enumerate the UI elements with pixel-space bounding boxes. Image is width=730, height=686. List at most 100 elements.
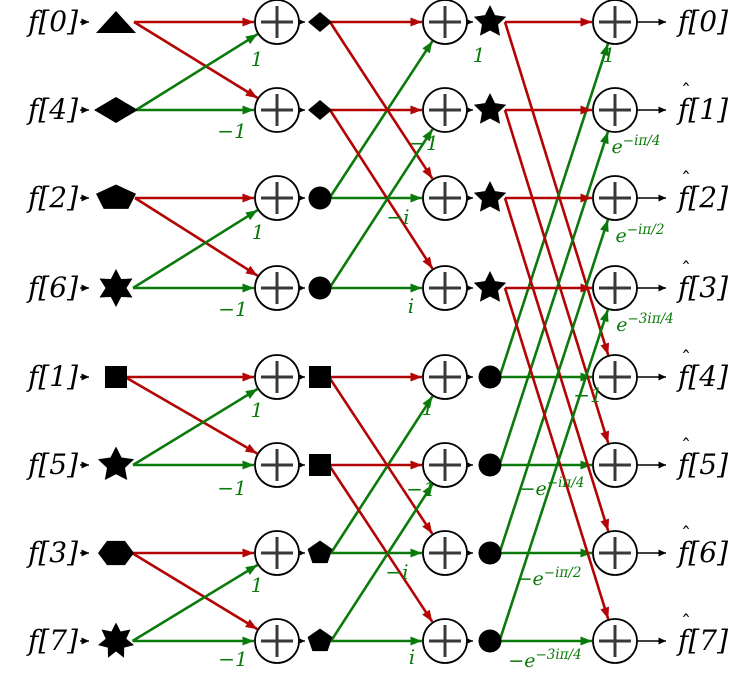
input-marker-star5-5 — [97, 446, 135, 480]
edge-red-s3-r2-to-r6 — [503, 197, 610, 532]
output-label-0: f[0] — [676, 5, 728, 38]
edge-green-s1-r1-to-r0 — [135, 33, 259, 112]
input-label-0: f[0] — [26, 5, 78, 38]
edges-layer — [80, 17, 666, 646]
edge-red-s1-r2-to-r3 — [134, 196, 259, 277]
twiddle-label-stage3-r6: −e−iπ/2 — [517, 565, 582, 590]
edge-green-s1-r3-to-r2 — [132, 209, 259, 290]
twiddle-label-stage3-r5: −e−iπ/4 — [520, 475, 585, 500]
edge-red-s1-r4-to-r5 — [124, 375, 258, 455]
stage1-marker-circle-2 — [308, 186, 332, 210]
edge-green-s2-r2-to-r0 — [328, 40, 434, 199]
input-marker-star6-3 — [99, 269, 133, 307]
stage2-marker-circle-4 — [478, 365, 502, 389]
stage2-marker-circle-5 — [478, 453, 502, 477]
input-label-4: f[1] — [26, 360, 78, 393]
edge-green-s1-r7-to-r6 — [131, 563, 259, 643]
stage1-marker-diamond-0 — [308, 12, 332, 32]
twiddle-label-stage3-r2: e−iπ/2 — [616, 222, 665, 247]
stage1-marker-pentagon-7 — [307, 628, 333, 652]
output-label-hat-6: ˆ — [681, 522, 691, 546]
labels-layer: f[0]f[0]ˆf[4]f[1]ˆf[2]f[2]ˆf[6]f[3]ˆf[1]… — [26, 0, 728, 672]
twiddle-label-stage1-r4: 1 — [251, 398, 264, 422]
input-marker-hexagon-6 — [98, 540, 134, 566]
input-marker-triangle-0 — [96, 11, 136, 33]
output-label-hat-2: ˆ — [681, 167, 691, 191]
twiddle-label-stage1-r2: 1 — [252, 220, 265, 244]
output-label-2: f[2] — [676, 181, 728, 214]
stage1-marker-pentagon-6 — [307, 540, 333, 564]
edge-green-s1-r5-to-r4 — [132, 387, 259, 467]
output-label-4: f[4] — [676, 360, 728, 393]
edge-green-s3-r5-to-r1 — [498, 131, 610, 466]
output-label-hat-0: ˆ — [681, 0, 691, 15]
output-label-5: f[5] — [676, 448, 728, 481]
input-marker-pentagon-2 — [96, 184, 136, 209]
edge-green-s3-r6-to-r2 — [498, 219, 610, 554]
nodes-layer — [94, 0, 638, 664]
output-label-1: f[1] — [676, 93, 728, 126]
output-label-7: f[7] — [676, 624, 728, 657]
stage1-marker-circle-3 — [308, 276, 332, 300]
stage2-marker-star5-0 — [473, 5, 507, 36]
input-label-6: f[3] — [26, 536, 78, 569]
stage2-marker-star5-3 — [473, 271, 507, 302]
edge-red-s3-r0-to-r4 — [503, 21, 610, 356]
output-label-hat-3: ˆ — [681, 257, 691, 281]
twiddle-label-stage3-r1: e−iπ/4 — [612, 133, 661, 158]
input-label-1: f[4] — [26, 93, 78, 126]
twiddle-label-stage2-r6: −i — [385, 560, 408, 584]
stage2-marker-circle-6 — [478, 541, 502, 565]
stage2-marker-star5-1 — [473, 93, 507, 124]
twiddle-label-stage1-r6: 1 — [251, 573, 264, 597]
stage2-marker-star5-2 — [473, 181, 507, 212]
stage1-marker-square-4 — [309, 366, 331, 388]
edge-red-s1-r6-to-r7 — [131, 551, 258, 631]
input-marker-diamond-1 — [94, 97, 138, 123]
edge-red-s3-r1-to-r5 — [503, 109, 610, 444]
twiddle-label-stage2-r2: −i — [386, 205, 409, 229]
edge-green-s2-r6-to-r4 — [329, 395, 434, 554]
edge-green-s3-r7-to-r3 — [498, 309, 610, 642]
twiddle-label-stage3-r0: 1 — [603, 43, 616, 67]
stage1-marker-diamond-1 — [308, 100, 332, 120]
edge-red-s3-r3-to-r7 — [503, 287, 610, 620]
twiddle-label-stage2-r7: i — [409, 645, 415, 669]
twiddle-label-stage1-r0: 1 — [251, 47, 264, 71]
twiddle-label-stage2-r0: 1 — [473, 43, 486, 67]
output-label-hat-1: ˆ — [681, 79, 691, 103]
edge-green-s2-r7-to-r5 — [329, 483, 434, 642]
twiddle-label-stage3-r7: −e−3iπ/4 — [508, 647, 581, 672]
edge-red-s1-r0-to-r1 — [133, 20, 259, 100]
output-label-hat-7: ˆ — [681, 610, 691, 634]
edge-green-s3-r4-to-r0 — [498, 43, 610, 378]
twiddle-label-stage1-r1: −1 — [217, 119, 246, 143]
output-label-3: f[3] — [676, 271, 728, 304]
input-marker-star7-7 — [98, 622, 134, 658]
twiddle-label-stage2-r4: 1 — [422, 396, 435, 420]
edge-red-s2-r0-to-r2 — [328, 21, 434, 180]
edge-red-s2-r1-to-r3 — [328, 109, 434, 270]
input-label-7: f[7] — [26, 624, 78, 657]
twiddle-label-stage2-r5: −1 — [406, 477, 435, 501]
output-label-hat-5: ˆ — [681, 434, 691, 458]
input-label-2: f[2] — [26, 181, 78, 214]
twiddle-label-stage3-r4: −1 — [573, 383, 602, 407]
edge-red-s2-r4-to-r6 — [327, 376, 434, 535]
edge-red-s2-r5-to-r7 — [327, 464, 434, 623]
input-label-3: f[6] — [26, 271, 78, 304]
twiddle-label-stage3-r3: e−3iπ/4 — [616, 311, 673, 336]
twiddle-label-stage1-r3: −1 — [218, 297, 247, 321]
output-label-6: f[6] — [676, 536, 728, 569]
twiddle-label-stage2-r1: −1 — [409, 131, 438, 155]
stage1-marker-square-5 — [309, 454, 331, 476]
input-label-5: f[5] — [26, 448, 78, 481]
twiddle-label-stage1-r5: −1 — [217, 476, 246, 500]
twiddle-label-stage1-r7: −1 — [218, 647, 247, 671]
edge-green-s2-r3-to-r1 — [328, 128, 434, 289]
stage2-marker-circle-7 — [478, 629, 502, 653]
input-marker-square-4 — [105, 366, 127, 388]
output-label-hat-4: ˆ — [681, 346, 691, 370]
